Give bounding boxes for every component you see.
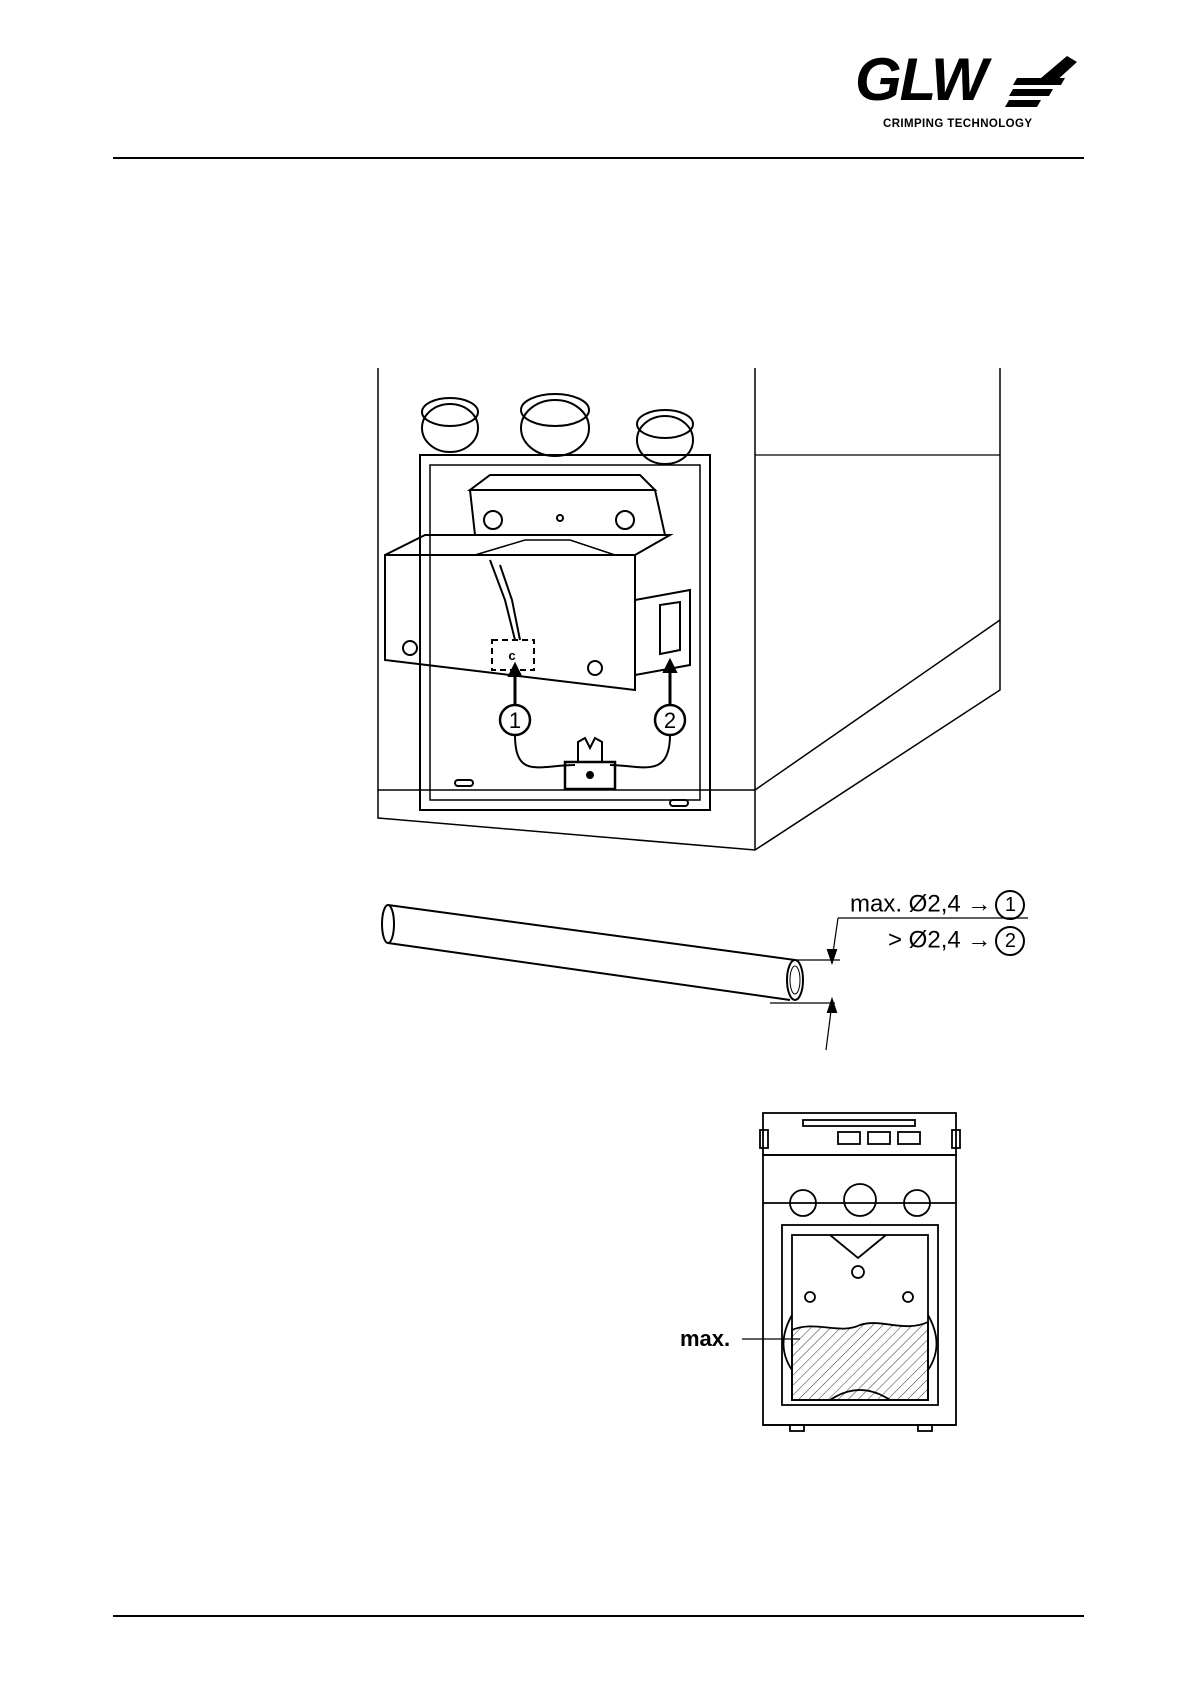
- fill-level-max-label: max.: [680, 1326, 730, 1352]
- footer-rule: [113, 1615, 1084, 1617]
